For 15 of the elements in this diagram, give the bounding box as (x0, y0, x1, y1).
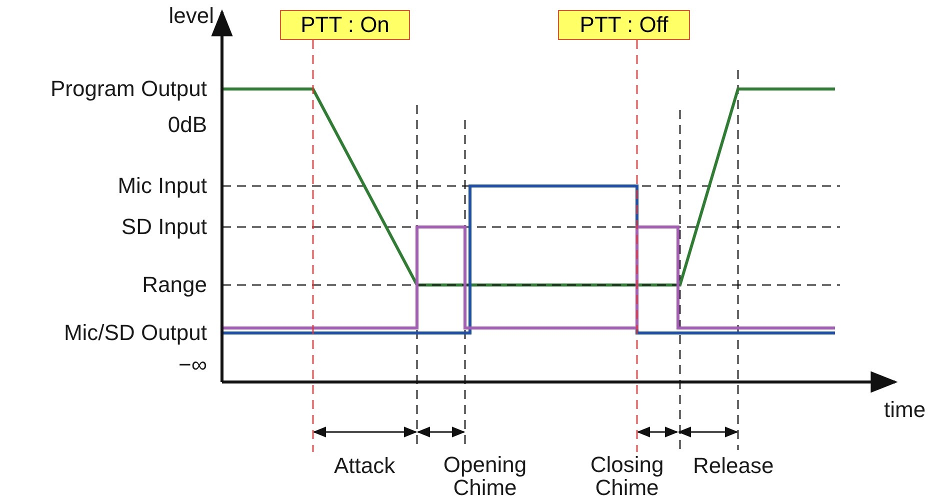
level-label: Mic Input (118, 174, 207, 198)
interval-label: Release (693, 454, 774, 478)
level-label: −∞ (178, 353, 207, 377)
interval-label: Opening Chime (442, 453, 528, 499)
level-label: Mic/SD Output (64, 321, 207, 345)
level-label: SD Input (121, 215, 207, 239)
axis-label: level (168, 4, 214, 28)
level-label: 0dB (168, 113, 207, 137)
status-tag: PTT : Off (558, 10, 690, 40)
level-label: Range (142, 273, 207, 297)
level-label: Program Output (50, 77, 207, 101)
axis-label: time (884, 398, 926, 422)
interval-label: Closing Chime (589, 453, 665, 499)
status-tag: PTT : On (280, 10, 410, 40)
interval-label: Attack (334, 454, 396, 478)
